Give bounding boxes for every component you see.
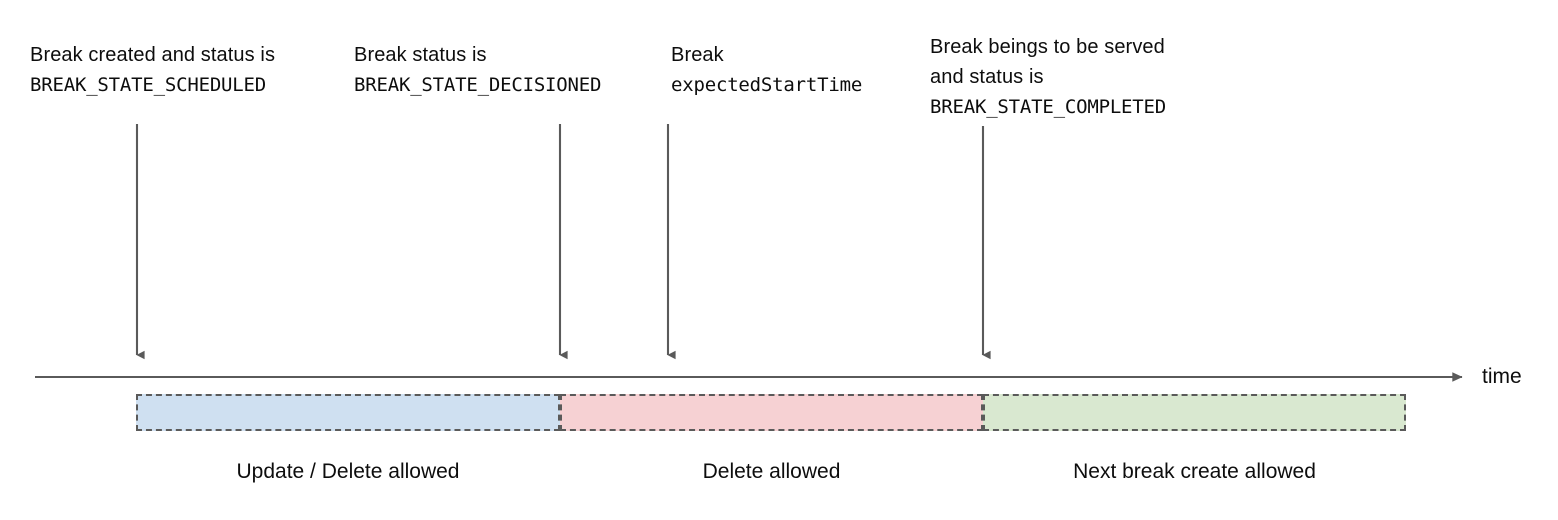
phase-bar-update-delete-allowed	[136, 394, 560, 431]
phase-caption-update-delete-allowed: Update / Delete allowed	[236, 460, 460, 483]
time-axis-label: time	[1482, 365, 1522, 388]
annotation-break-created-scheduled: Break created and status is BREAK_STATE_…	[30, 40, 275, 100]
annotation-break-expected-start-time: Break expectedStartTime	[671, 40, 862, 100]
phase-caption-delete-allowed: Delete allowed	[702, 460, 841, 483]
annotation-line: Break beings to be served	[930, 36, 1165, 58]
annotation-break-decisioned: Break status is BREAK_STATE_DECISIONED	[354, 40, 601, 100]
annotation-code: expectedStartTime	[671, 74, 863, 96]
annotation-code: BREAK_STATE_DECISIONED	[354, 74, 602, 96]
phase-caption-next-break-create-allowed: Next break create allowed	[1073, 460, 1316, 483]
phase-bar-delete-allowed	[560, 394, 983, 431]
annotation-line: Break status is	[354, 44, 487, 66]
annotation-line: and status is	[930, 66, 1044, 88]
annotation-code: BREAK_STATE_SCHEDULED	[30, 74, 267, 96]
annotation-code: BREAK_STATE_COMPLETED	[930, 96, 1167, 118]
annotation-break-completed: Break beings to be served and status is …	[930, 32, 1166, 122]
phase-bar-next-break-create-allowed	[983, 394, 1406, 431]
annotation-line: Break created and status is	[30, 44, 276, 66]
annotation-line: Break	[671, 44, 724, 66]
